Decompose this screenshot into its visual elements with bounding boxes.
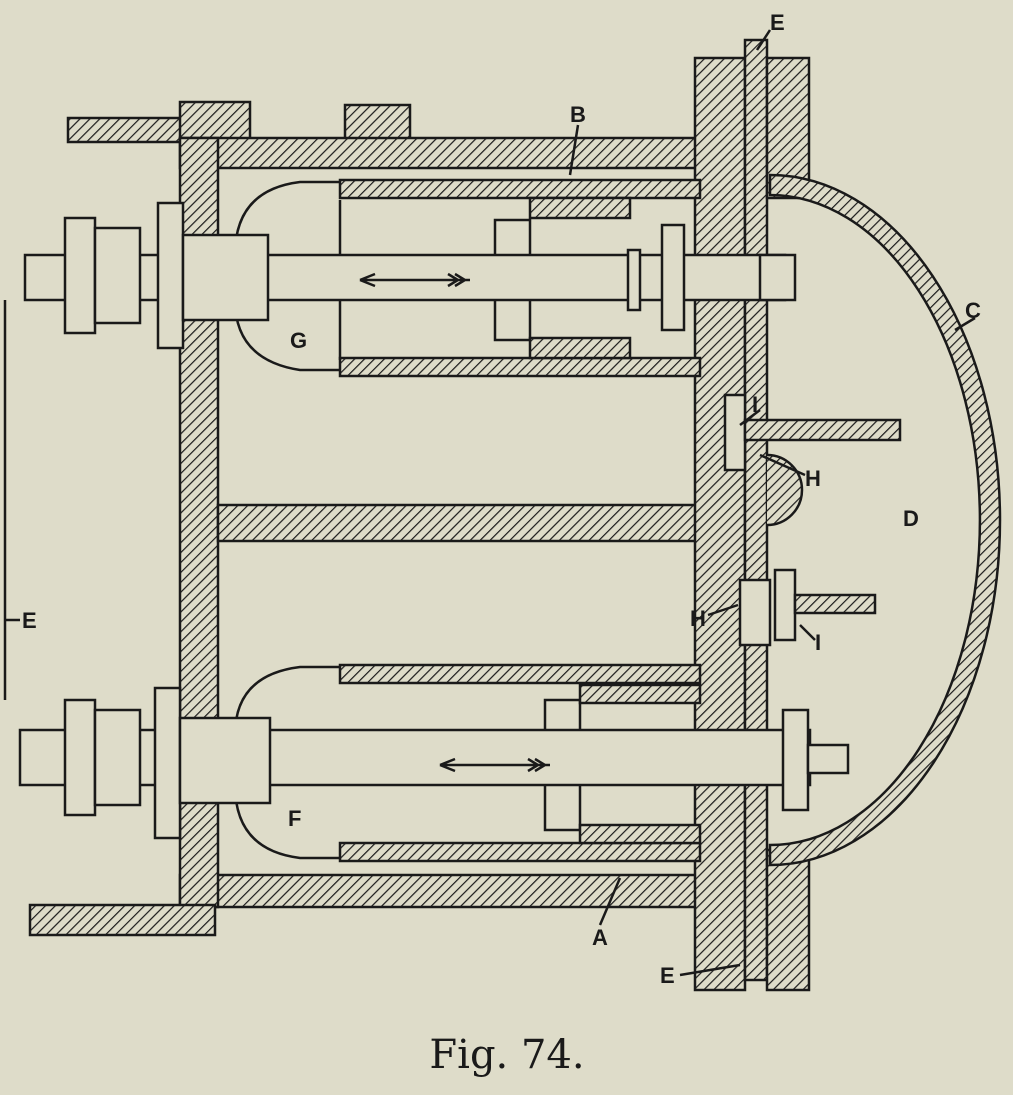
lower-bolt-body-H (738, 578, 772, 647)
lower-packing-top (578, 683, 702, 705)
upper-cylinder-top (338, 178, 702, 200)
lower-packing-bottom (578, 823, 702, 845)
label-E-bottom: E (660, 963, 675, 988)
upper-flow-arrow (359, 272, 470, 288)
label-C: C (965, 298, 981, 323)
upper-packing-top (528, 196, 632, 220)
lower-bolt-I (793, 593, 877, 615)
lower-valve-disc (781, 708, 810, 812)
lower-nut (806, 743, 850, 775)
upper-shaft (23, 253, 787, 302)
middle-web (216, 503, 700, 543)
label-E-left: E (22, 608, 37, 633)
lower-cylinder-bottom (338, 841, 702, 863)
upper-valve-plate (660, 223, 686, 332)
flange-plate (693, 56, 747, 992)
upper-bolt-I (743, 418, 902, 442)
upper-bolt-head-H (723, 393, 747, 472)
lower-shaft-flange (153, 686, 182, 840)
lower-bolt-head (773, 568, 797, 642)
label-I-lower: I (815, 630, 821, 655)
upper-cylinder-bottom (338, 356, 702, 378)
upper-shaft-collar-1 (63, 216, 97, 335)
upper-nut (758, 253, 797, 302)
label-H-lower: H (690, 606, 706, 631)
figure-caption: Fig. 74. (429, 1032, 584, 1078)
top-boss-left (178, 100, 252, 144)
lower-cylinder-top (338, 663, 702, 685)
dome-cover-C (768, 173, 1002, 867)
gasket-E (743, 38, 769, 982)
upper-shaft-hub (181, 233, 270, 322)
upper-shaft-collar-2 (93, 226, 142, 325)
upper-shaft-flange (156, 201, 185, 350)
lower-shaft-collar-2 (93, 708, 142, 807)
label-A: A (592, 925, 608, 950)
upper-valve-disc (626, 248, 642, 312)
dome-boss (766, 453, 804, 527)
label-I-upper: I (752, 392, 758, 417)
top-boss (343, 103, 412, 144)
lower-flow-arrow (439, 757, 550, 773)
upper-packing-bottom (528, 336, 632, 360)
label-B: B (570, 102, 586, 127)
housing-bottom-wall (178, 873, 712, 909)
label-G: G (290, 328, 307, 353)
housing-top-wall (178, 136, 712, 170)
cover-flange-bottom (765, 848, 811, 992)
bottom-flange (28, 903, 217, 937)
leader-lines (5, 29, 976, 977)
lower-shaft-hub (178, 716, 272, 805)
label-E-top: E (770, 10, 785, 35)
label-F: F (288, 806, 301, 831)
label-H-upper: H (805, 466, 821, 491)
lower-shaft-collar-1 (63, 698, 97, 817)
label-D: D (903, 506, 919, 531)
